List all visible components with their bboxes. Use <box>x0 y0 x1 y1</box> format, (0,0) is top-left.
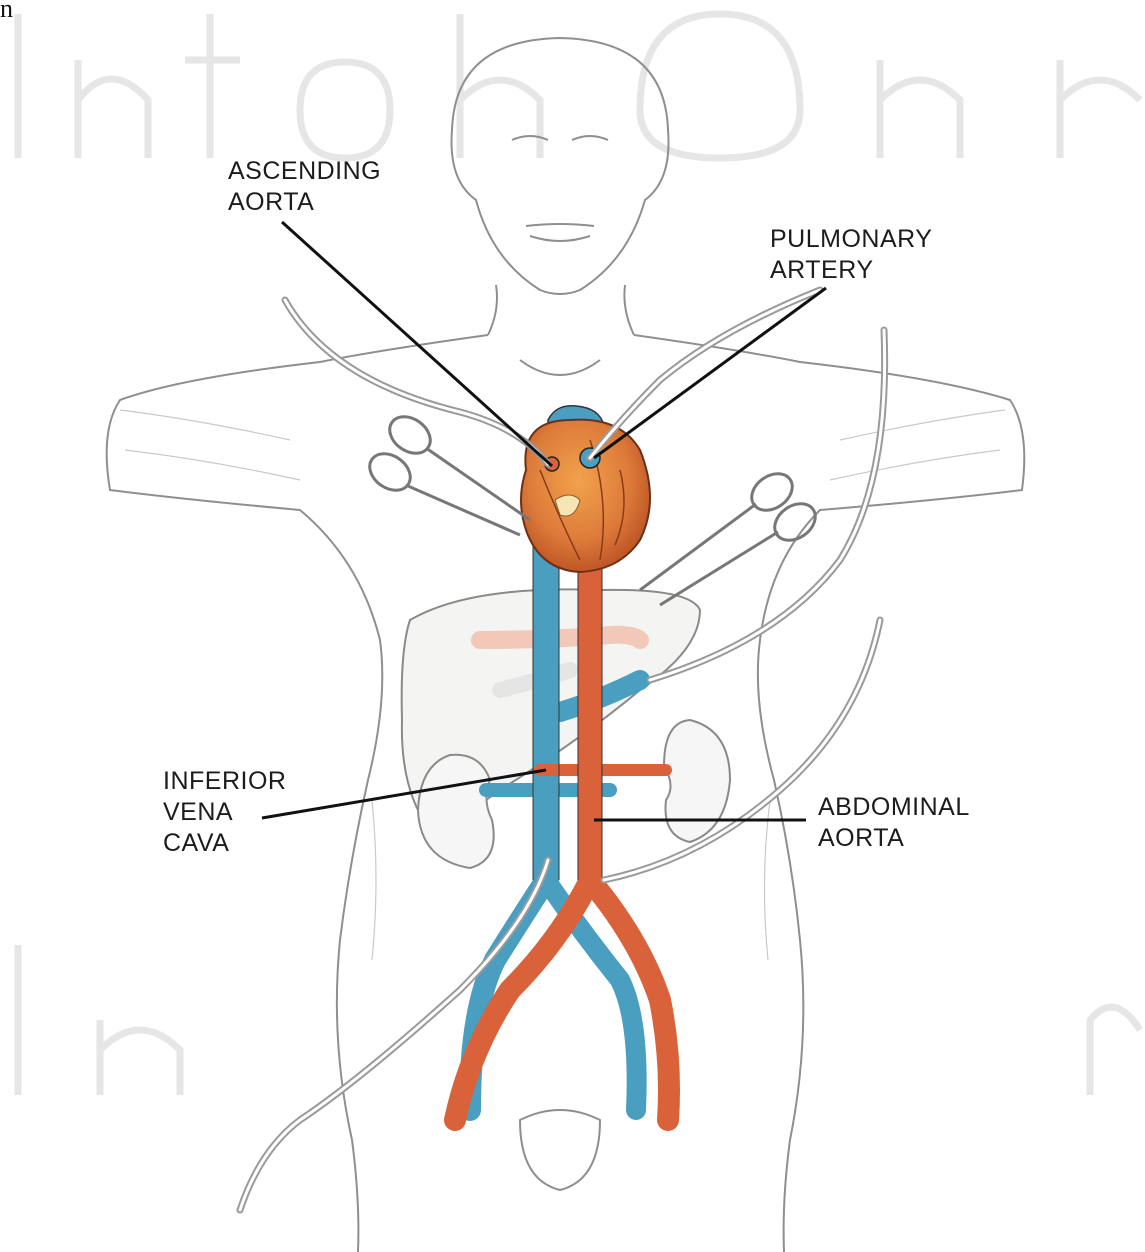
label-pulmonary-artery-line2: ARTERY <box>770 255 932 286</box>
left-kidney <box>418 755 494 868</box>
label-abdominal-aorta-line2: AORTA <box>818 823 970 854</box>
label-inferior-vena-cava: INFERIOR VENA CAVA <box>163 766 286 859</box>
label-abdominal-aorta: ABDOMINAL AORTA <box>818 792 970 854</box>
label-inferior-vena-cava-line3: CAVA <box>163 828 286 859</box>
label-inferior-vena-cava-line2: VENA <box>163 797 286 828</box>
label-inferior-vena-cava-line1: INFERIOR <box>163 766 286 797</box>
head-outline <box>452 38 669 294</box>
label-ascending-aorta-line1: ASCENDING <box>228 156 381 187</box>
right-clamp-icon <box>640 466 822 605</box>
leader-pulmonary-artery <box>594 288 826 458</box>
label-ascending-aorta-line2: AORTA <box>228 187 381 218</box>
label-pulmonary-artery-line1: PULMONARY <box>770 224 932 255</box>
label-ascending-aorta: ASCENDING AORTA <box>228 156 381 218</box>
right-kidney <box>664 720 730 842</box>
label-abdominal-aorta-line1: ABDOMINAL <box>818 792 970 823</box>
groin-outline <box>520 1110 600 1190</box>
label-pulmonary-artery: PULMONARY ARTERY <box>770 224 932 286</box>
